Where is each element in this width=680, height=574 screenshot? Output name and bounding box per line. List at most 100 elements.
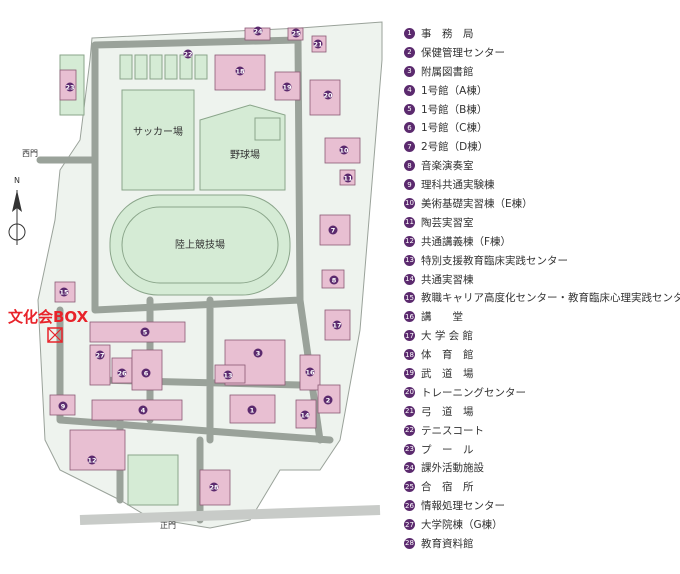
baseball-field-label: 野球場 (230, 148, 260, 161)
svg-text:28: 28 (209, 484, 219, 492)
outer-road (79, 505, 381, 525)
legend-number: 11 (404, 216, 415, 228)
svg-text:14: 14 (300, 412, 310, 420)
legend-label: 保健管理センター (421, 46, 505, 59)
legend-item: 20 トレーニングセンター (404, 383, 680, 402)
legend-label: 美術基礎実習棟（E棟） (421, 197, 533, 210)
svg-text:16: 16 (305, 369, 315, 377)
legend-number: 20 (404, 386, 415, 398)
building-27 (89, 344, 111, 386)
svg-text:6: 6 (144, 370, 149, 378)
legend-item: 12 共通講義棟（F棟） (404, 232, 680, 251)
track-infield (121, 206, 279, 284)
svg-text:21: 21 (313, 41, 323, 49)
legend-number: 14 (404, 273, 415, 285)
building-markers: 24 25 21 22 18 19 20 23 10 11 7 8 17 16 … (58, 26, 353, 492)
legend-item: 14 共通実習棟 (404, 270, 680, 289)
legend-label: プ ー ル (421, 443, 474, 456)
legend-item: 4 1号館（A棟） (404, 81, 680, 100)
legend-item: 25 合 宿 所 (404, 477, 680, 496)
legend-number: 5 (404, 103, 415, 115)
legend-number: 6 (404, 122, 415, 134)
legend-item: 19 武 道 場 (404, 364, 680, 383)
building-5 (89, 321, 186, 343)
south-field (127, 454, 179, 506)
legend-label: 1号館（C棟） (421, 122, 488, 135)
svg-text:N: N (14, 176, 20, 185)
svg-text:18: 18 (235, 68, 245, 76)
legend-number: 28 (404, 537, 415, 549)
culture-club-box-marker (47, 327, 63, 343)
svg-text:8: 8 (332, 277, 337, 285)
svg-text:17: 17 (332, 322, 341, 330)
legend-number: 7 (404, 141, 415, 153)
legend-number: 4 (404, 84, 415, 96)
legend-number: 16 (404, 311, 415, 323)
legend-label: 教職キャリア高度化センター・教育臨床心理実践センター (421, 292, 680, 305)
legend-item: 7 2号館（D棟） (404, 137, 680, 156)
legend-number: 1 (404, 27, 415, 39)
legend-item: 2 保健管理センター (404, 43, 680, 62)
legend-label: 大 学 会 館 (421, 330, 474, 343)
legend-label: トレーニングセンター (421, 386, 526, 399)
legend-label: 共通実習棟 (421, 273, 474, 286)
building-12 (69, 429, 126, 471)
legend-number: 19 (404, 367, 415, 379)
legend-number: 22 (404, 424, 415, 436)
tennis-courts (119, 54, 208, 80)
legend-label: 2号館（D棟） (421, 141, 489, 154)
legend-item: 10 美術基礎実習棟（E棟） (404, 194, 680, 213)
svg-text:20: 20 (323, 92, 333, 100)
legend-item: 6 1号館（C棟） (404, 118, 680, 137)
building-19 (274, 71, 301, 101)
svg-text:11: 11 (343, 175, 353, 183)
soccer-field (121, 89, 195, 191)
campus-map: サッカー場 野球場 陸上競技場 (8, 21, 383, 530)
legend-number: 27 (404, 519, 415, 531)
svg-text:3: 3 (256, 350, 261, 358)
svg-text:15: 15 (59, 289, 69, 297)
legend-label: 1号館（A棟） (421, 84, 488, 97)
legend-label: テニスコート (421, 424, 484, 437)
baseball-infield (254, 117, 281, 141)
svg-text:9: 9 (61, 403, 66, 411)
legend-label: 合 宿 所 (421, 481, 474, 494)
building-4 (91, 399, 183, 421)
legend-label: 体 育 館 (421, 349, 474, 362)
legend-number: 10 (404, 197, 415, 209)
svg-text:7: 7 (331, 227, 336, 235)
legend-label: 大学院棟（G棟） (421, 519, 503, 532)
svg-text:24: 24 (253, 28, 263, 36)
legend-label: 情報処理センター (421, 500, 505, 513)
main-gate-label: 正門 (160, 521, 176, 530)
legend-label: 講 堂 (421, 311, 463, 324)
legend-label: 武 道 場 (421, 367, 474, 380)
svg-text:10: 10 (339, 147, 349, 155)
svg-text:5: 5 (143, 329, 148, 337)
legend-label: 特別支援教育臨床実践センター (421, 254, 568, 267)
legend-item: 16 講 堂 (404, 307, 680, 326)
legend-number: 25 (404, 481, 415, 493)
svg-text:12: 12 (87, 457, 96, 465)
legend-item: 22 テニスコート (404, 421, 680, 440)
svg-text:25: 25 (291, 30, 301, 38)
legend-label: 弓 道 場 (421, 405, 474, 418)
legend-number: 2 (404, 46, 415, 58)
legend-number: 24 (404, 462, 415, 474)
culture-club-box-label: 文化会BOX (8, 308, 89, 326)
legend-number: 12 (404, 235, 415, 247)
legend-number: 3 (404, 65, 415, 77)
svg-text:23: 23 (65, 84, 74, 92)
legend-label: 共通講義棟（F棟） (421, 235, 512, 248)
